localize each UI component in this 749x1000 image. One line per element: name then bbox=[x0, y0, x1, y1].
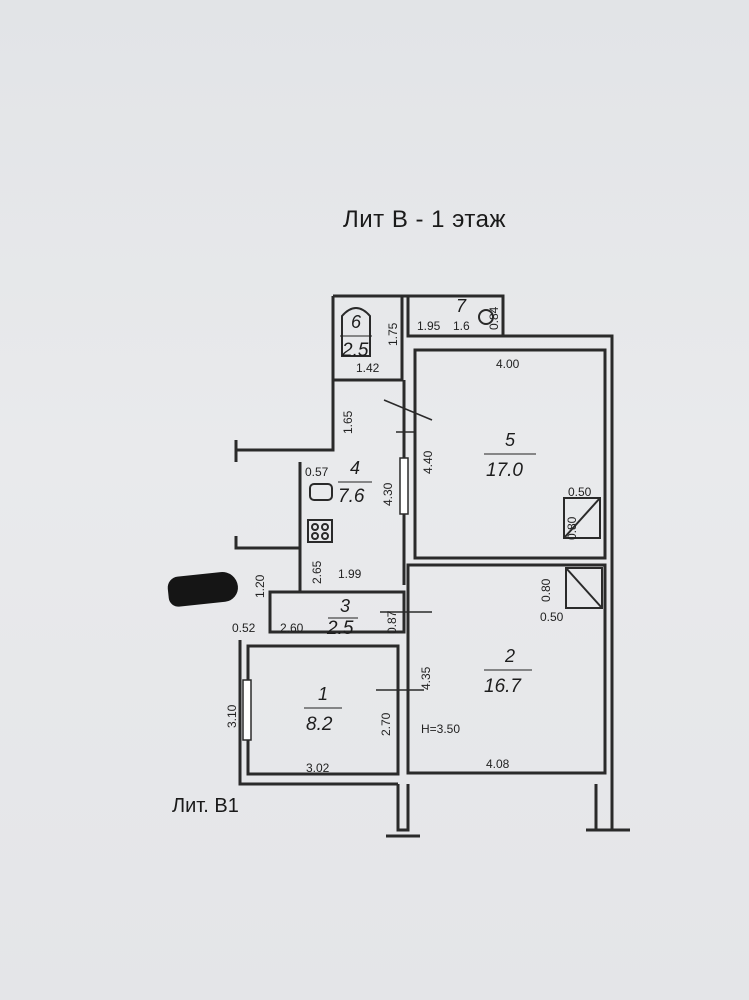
room-labels: 6 2.5 7 1.6 4 7.6 5 17.0 3 2.5 2 16.7 1 … bbox=[304, 296, 536, 735]
dim-260: 2.60 bbox=[280, 621, 304, 635]
stove-room2 bbox=[565, 567, 603, 609]
wall-room6 bbox=[333, 296, 404, 382]
room-7-area: 1.6 bbox=[453, 319, 470, 333]
dim-165: 1.65 bbox=[341, 410, 355, 434]
dim-175: 1.75 bbox=[386, 322, 400, 346]
dim-050b: 0.50 bbox=[540, 610, 564, 624]
dim-270: 2.70 bbox=[379, 712, 393, 736]
page-title: Лит В - 1 этаж bbox=[343, 206, 507, 233]
dim-087: 0.87 bbox=[385, 610, 399, 634]
outer-wall-right bbox=[333, 294, 614, 830]
room-2-area: 16.7 bbox=[484, 676, 522, 697]
outer-wall-left-upper bbox=[236, 296, 335, 452]
dim-195: 1.95 bbox=[417, 319, 441, 333]
burner-icon bbox=[321, 523, 329, 531]
window-room5 bbox=[399, 457, 409, 515]
burner-icon bbox=[321, 532, 329, 540]
dim-435: 4.35 bbox=[419, 666, 433, 690]
stove-room2-diag bbox=[565, 567, 603, 609]
bathtub-icon bbox=[341, 307, 371, 357]
room-7-number: 7 bbox=[456, 296, 467, 316]
room-5-area: 17.0 bbox=[486, 460, 523, 481]
room-4-number: 4 bbox=[350, 458, 360, 478]
dim-052: 0.52 bbox=[232, 621, 256, 635]
dim-080b: 0.80 bbox=[539, 578, 553, 602]
dim-057: 0.57 bbox=[305, 465, 329, 479]
door-tick bbox=[383, 399, 433, 421]
room-3-area: 2.5 bbox=[326, 618, 354, 639]
wall-bottom-left bbox=[396, 784, 410, 832]
room-5-number: 5 bbox=[505, 430, 516, 450]
room-4-area: 7.6 bbox=[338, 486, 365, 507]
sink-icon bbox=[309, 483, 333, 501]
dim-440: 4.40 bbox=[421, 450, 435, 474]
wall-room5 bbox=[413, 348, 607, 560]
wall-room1 bbox=[246, 644, 400, 776]
room-1-number: 1 bbox=[318, 684, 328, 704]
toilet-icon bbox=[478, 309, 494, 325]
section-label: Лит. В1 bbox=[172, 795, 239, 817]
door-ticks bbox=[376, 399, 433, 691]
dim-050a: 0.50 bbox=[568, 485, 592, 499]
wall-room7 bbox=[406, 296, 503, 338]
height-label: H=3.50 bbox=[421, 722, 460, 736]
windows bbox=[242, 457, 409, 741]
stove-icon bbox=[307, 519, 333, 543]
burner-icon bbox=[311, 532, 319, 540]
dim-080a: 0.80 bbox=[565, 516, 579, 540]
dim-400: 4.00 bbox=[496, 357, 520, 371]
room-1-area: 8.2 bbox=[306, 714, 333, 735]
wall-room1-outer bbox=[238, 640, 398, 786]
dimension-labels: 4.00 4.40 4.30 1.65 1.75 1.95 1.42 0.84 … bbox=[225, 306, 592, 775]
dim-199: 1.99 bbox=[338, 567, 362, 581]
room-2-number: 2 bbox=[504, 646, 515, 666]
window-room1 bbox=[242, 679, 252, 741]
room-3-number: 3 bbox=[340, 596, 350, 616]
dim-408: 4.08 bbox=[486, 757, 510, 771]
dim-310: 3.10 bbox=[225, 704, 239, 728]
dim-120: 1.20 bbox=[253, 574, 267, 598]
dim-265: 2.65 bbox=[310, 560, 324, 584]
dim-302: 3.02 bbox=[306, 761, 330, 775]
burner-icon bbox=[311, 523, 319, 531]
stove-room5 bbox=[563, 497, 601, 539]
stove-room5-diag bbox=[563, 497, 601, 539]
dim-142: 1.42 bbox=[356, 361, 380, 375]
dim-084: 0.84 bbox=[487, 306, 501, 330]
dim-430: 4.30 bbox=[381, 482, 395, 506]
walls bbox=[234, 294, 630, 838]
wall-room2 bbox=[406, 563, 607, 775]
wall-stub-mid bbox=[234, 536, 300, 550]
fixtures bbox=[307, 307, 603, 609]
room-6-area: 2.5 bbox=[341, 340, 369, 361]
room-6-number: 6 bbox=[351, 312, 362, 332]
